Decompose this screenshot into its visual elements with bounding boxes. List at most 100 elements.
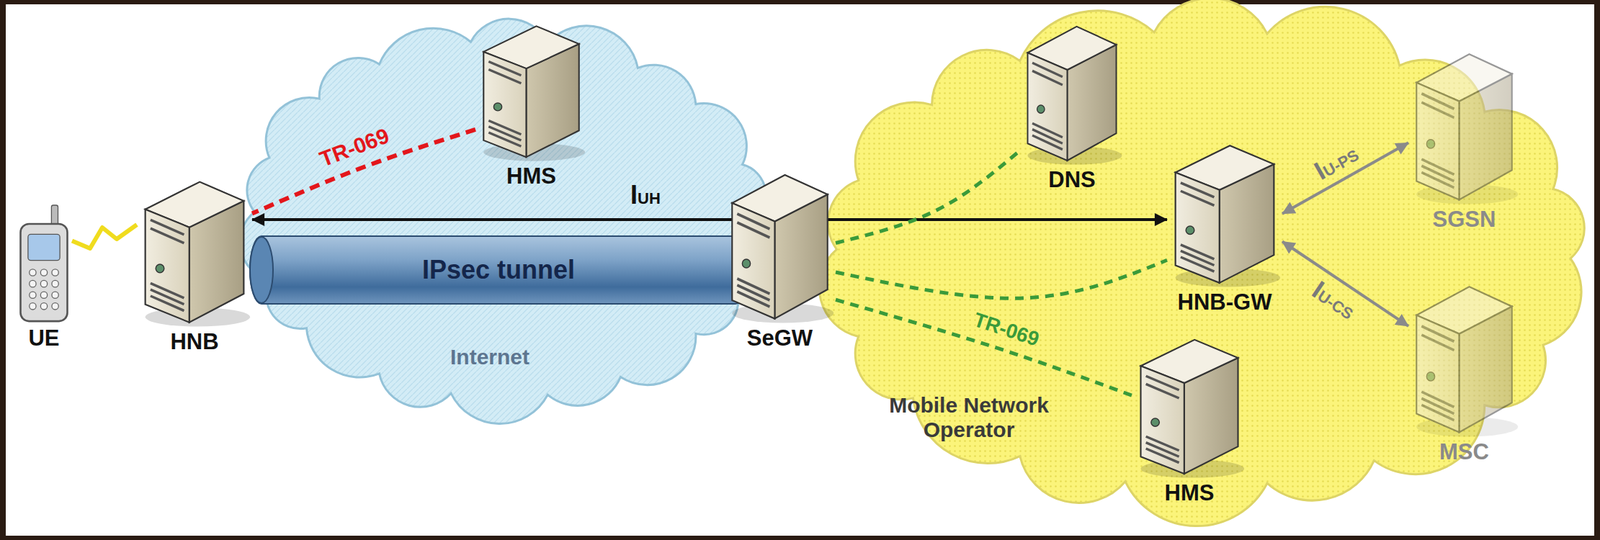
cloud-outline — [239, 18, 766, 424]
cloud-outline — [819, 0, 1585, 527]
phone-key — [51, 269, 59, 276]
server-icon — [1175, 145, 1281, 287]
server-label: MSC — [1365, 439, 1564, 466]
server-label: SGSN — [1365, 206, 1564, 233]
server-icon — [731, 175, 834, 324]
phone-key — [29, 280, 37, 287]
server-slot — [1180, 190, 1215, 206]
server-front — [1416, 82, 1459, 201]
server-slot — [736, 222, 770, 238]
server-slot — [1180, 182, 1215, 198]
server-front — [483, 51, 526, 158]
server-label: SeGW — [680, 325, 879, 352]
server-icon — [1140, 340, 1245, 479]
server-slot — [1146, 383, 1180, 399]
server-slot — [150, 219, 185, 235]
server-shape — [475, 14, 588, 163]
phone-label: UE — [0, 325, 116, 352]
server-front — [1416, 315, 1459, 433]
server-slot — [488, 69, 521, 84]
server-label: HMS — [432, 163, 631, 190]
server-label: HMS — [1089, 480, 1290, 507]
server-shape — [1408, 273, 1521, 439]
cloud-label: Internet — [410, 345, 570, 371]
server-slot — [1421, 172, 1454, 188]
server-icon — [1416, 54, 1518, 204]
server-front — [731, 203, 775, 320]
phone-key — [40, 291, 47, 299]
server-front — [1027, 52, 1067, 161]
server-shape — [1132, 327, 1247, 480]
phone-screen — [28, 234, 60, 261]
tunnel-tube — [249, 236, 748, 305]
server-front — [145, 209, 190, 323]
server-label: DNS — [976, 167, 1168, 194]
phone-key — [40, 269, 47, 276]
server-icon — [483, 25, 585, 161]
server-slot — [1421, 326, 1454, 342]
server-shape — [723, 162, 836, 325]
phone-key — [40, 280, 47, 287]
phone-key — [51, 280, 59, 287]
server-label: HNB-GW — [1123, 289, 1326, 316]
server-led — [1185, 226, 1195, 235]
phone-shape — [15, 205, 73, 325]
server-led — [1426, 372, 1435, 382]
phone-key — [51, 303, 59, 310]
server-led — [1151, 418, 1160, 427]
wireless-link — [72, 224, 137, 249]
server-led — [742, 259, 750, 268]
phone-icon — [20, 205, 68, 322]
operator-cloud: Mobile Network OperatorDNSHNB-GWSGSNHMSM… — [816, 10, 1591, 508]
phone-key — [51, 291, 59, 299]
tunnel-label: IPsec tunnel — [422, 255, 575, 285]
hms-server: HMS — [475, 14, 588, 163]
server-slot — [488, 132, 521, 147]
link-label: IUH — [630, 182, 661, 209]
server-slot — [150, 296, 185, 312]
server-led — [493, 103, 502, 111]
dns-server: DNS — [1020, 14, 1124, 166]
server-slot — [1146, 448, 1180, 464]
phone-body — [20, 224, 68, 322]
server-shape — [136, 169, 253, 328]
server-slot — [1421, 102, 1454, 118]
ipsec-tunnel: IPsec tunnel — [249, 236, 748, 305]
tunnel-mouth — [249, 237, 274, 304]
phone-key — [29, 303, 37, 310]
user-equipment: UE — [15, 205, 73, 325]
server-slot — [1421, 404, 1454, 420]
msc-server: MSC — [1408, 273, 1521, 439]
server-slot — [1032, 62, 1063, 78]
server-slot — [1032, 70, 1063, 86]
server-label: HNB — [93, 329, 296, 356]
phone-key — [29, 269, 37, 276]
cloud-label: Mobile Network Operator — [864, 393, 1074, 444]
server-slot — [150, 228, 185, 244]
internet-cloud: Internet HMS IPsec tunnel — [234, 20, 775, 418]
security-gateway: SeGW — [723, 162, 836, 325]
server-shape — [1408, 41, 1521, 206]
phone-key — [29, 291, 37, 299]
server-slot — [1421, 93, 1454, 109]
server-led — [1037, 105, 1045, 114]
server-led — [1426, 139, 1435, 149]
server-slot — [736, 213, 770, 230]
server-slot — [1421, 334, 1454, 351]
server-shape — [1167, 133, 1283, 289]
server-front — [1140, 365, 1184, 475]
hnb-gateway: HNB-GW — [1167, 133, 1283, 289]
server-slot — [1180, 257, 1215, 272]
server-front — [1175, 172, 1220, 283]
hms-server: HMS — [1132, 327, 1247, 480]
phone-key — [40, 303, 47, 310]
tunnel-body — [249, 236, 748, 305]
server-icon — [145, 182, 250, 328]
server-slot — [736, 291, 770, 307]
server-icon — [1027, 26, 1122, 165]
sgsn-server: SGSN — [1408, 41, 1521, 206]
server-shape — [1020, 14, 1124, 166]
server-slot — [488, 61, 521, 76]
home-nodeb: HNB — [136, 169, 253, 328]
